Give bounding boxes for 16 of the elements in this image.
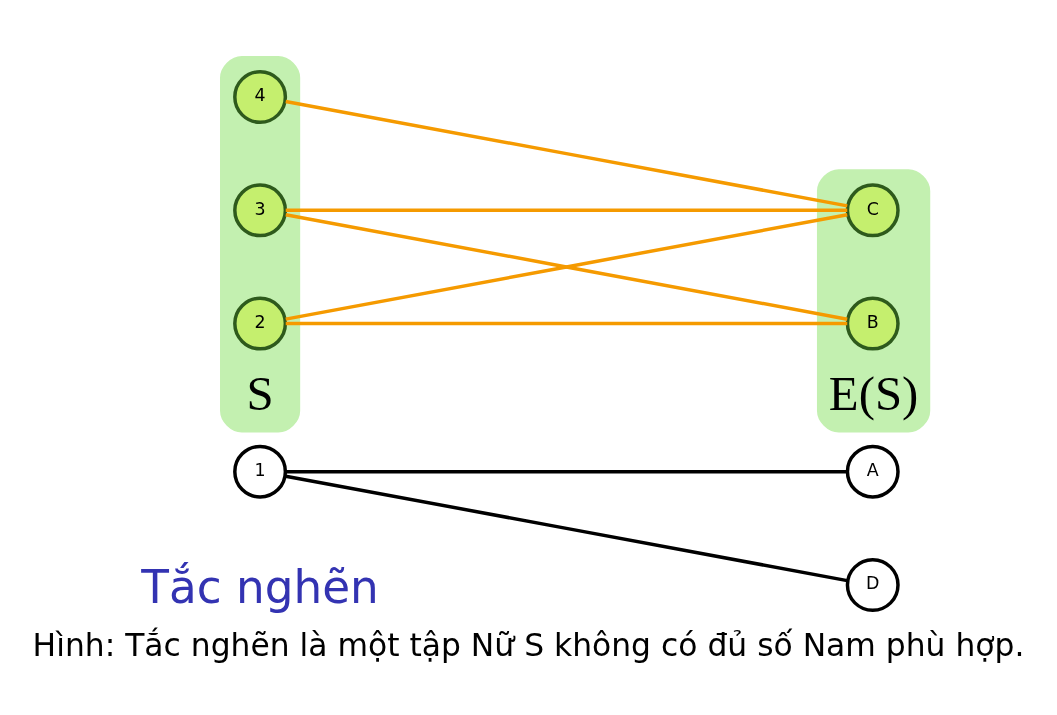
node-circle: D	[845, 557, 900, 612]
connector	[285, 473, 848, 582]
node-circle: 3	[233, 182, 288, 237]
connector	[285, 321, 848, 325]
node-circle: 1	[233, 444, 288, 499]
node-circle: 4	[233, 69, 288, 124]
node-circle: 2	[233, 296, 288, 351]
connector	[285, 212, 848, 321]
diagram-title: Tắc nghẽn	[141, 560, 379, 614]
node-circle: B	[845, 296, 900, 351]
connector	[285, 208, 848, 212]
node-circle: C	[845, 182, 900, 237]
node-circle: A	[845, 444, 900, 499]
connector	[285, 99, 848, 208]
caption: Hình: Tắc nghẽn là một tập Nữ S không có đủ số Nam phù hợp.	[32, 626, 1025, 663]
connector	[285, 469, 848, 473]
